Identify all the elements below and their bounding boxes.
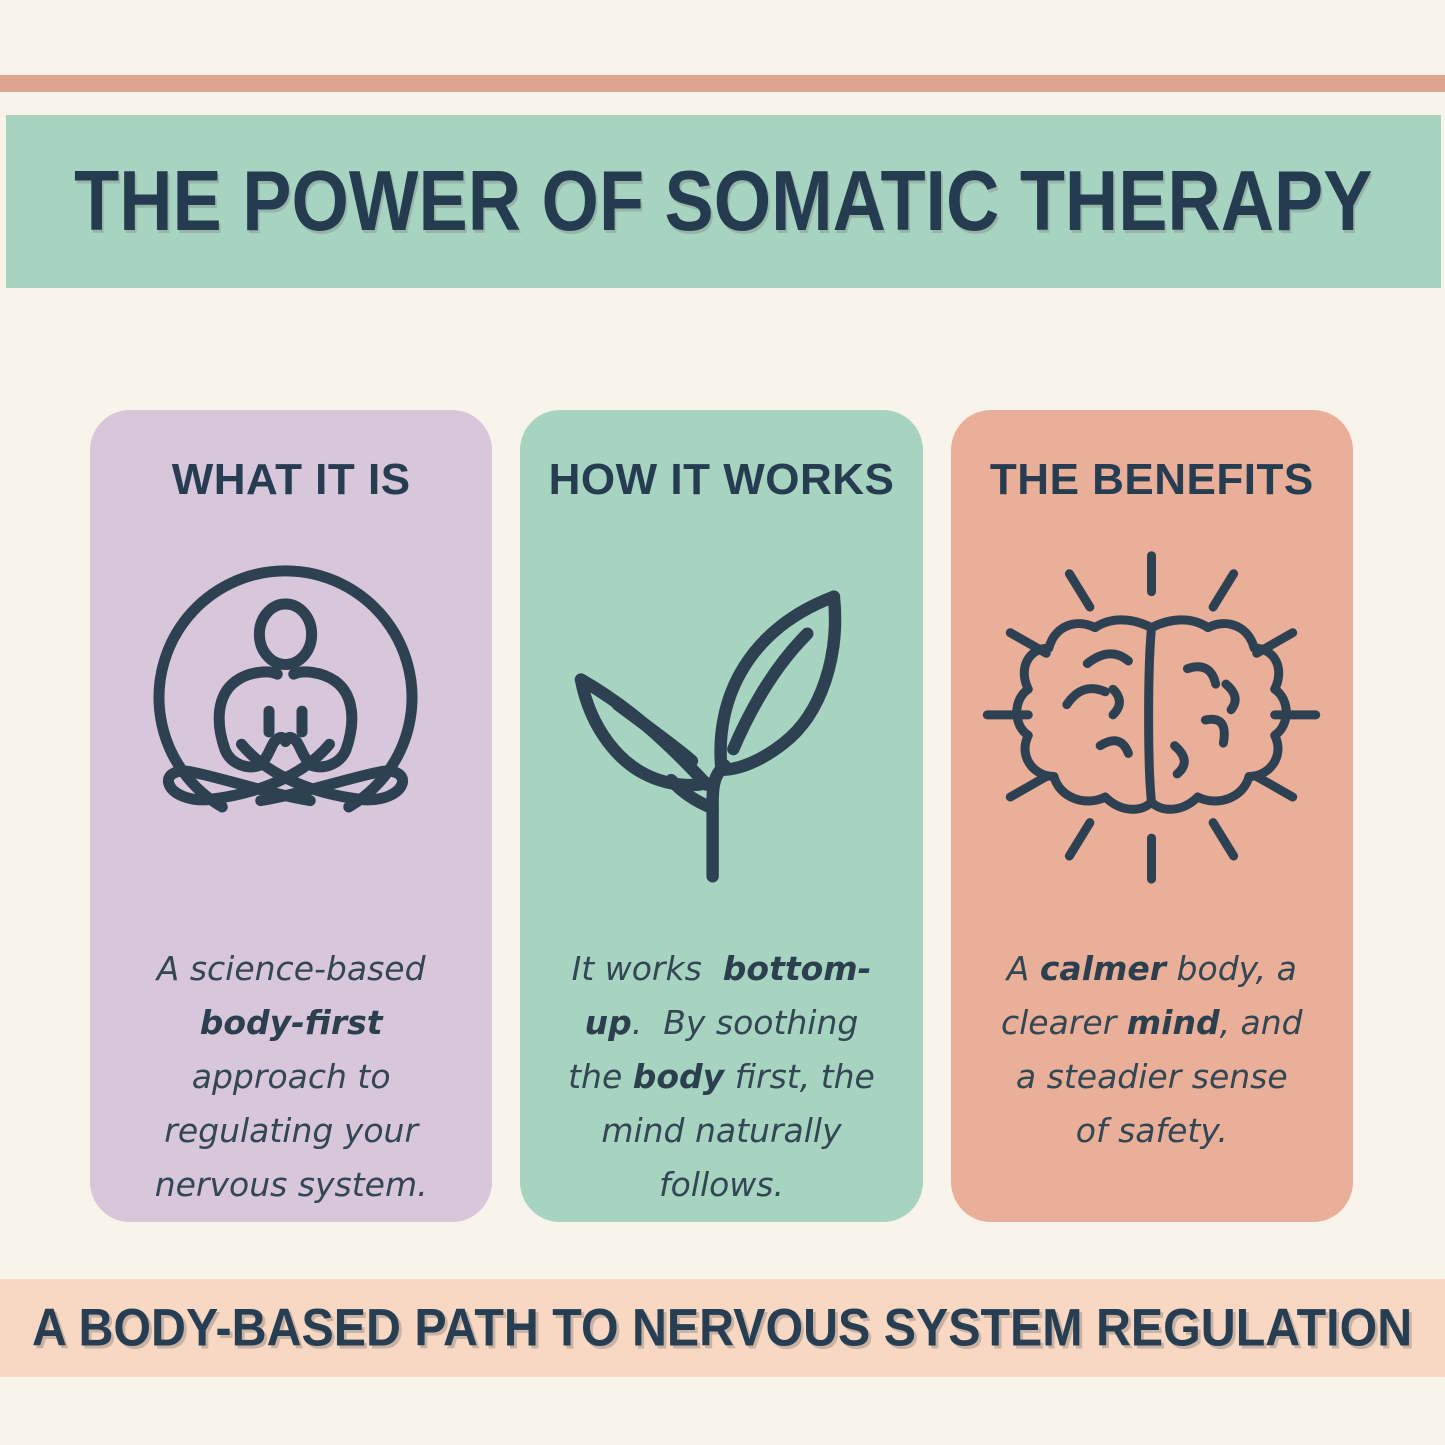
card-icon-area [520,502,922,942]
top-accent-stripe [0,75,1445,92]
card-how-it-works: HOW IT WORKS It works bottom-up. [520,410,923,1222]
card-title: HOW IT WORKS [548,455,895,504]
footer-banner: A BODY-BASED PATH TO NERVOUS SYSTEM REGU… [0,1279,1445,1377]
brain-icon [959,540,1344,905]
cards-row: WHAT IT IS [90,410,1353,1222]
card-icon-area [951,502,1353,942]
card-icon-area [90,502,492,942]
card-what-it-is: WHAT IT IS [90,410,493,1222]
meditation-icon [126,547,456,897]
card-title: WHAT IT IS [171,455,411,504]
card-title: THE BENEFITS [989,455,1314,504]
header-banner: THE POWER OF SOMATIC THERAPY [6,115,1441,288]
sprout-icon [544,532,899,912]
card-the-benefits: THE BENEFITS [950,410,1353,1222]
page-title: THE POWER OF SOMATIC THERAPY [74,153,1373,249]
footer-tagline: A BODY-BASED PATH TO NERVOUS SYSTEM REGU… [32,1298,1413,1358]
